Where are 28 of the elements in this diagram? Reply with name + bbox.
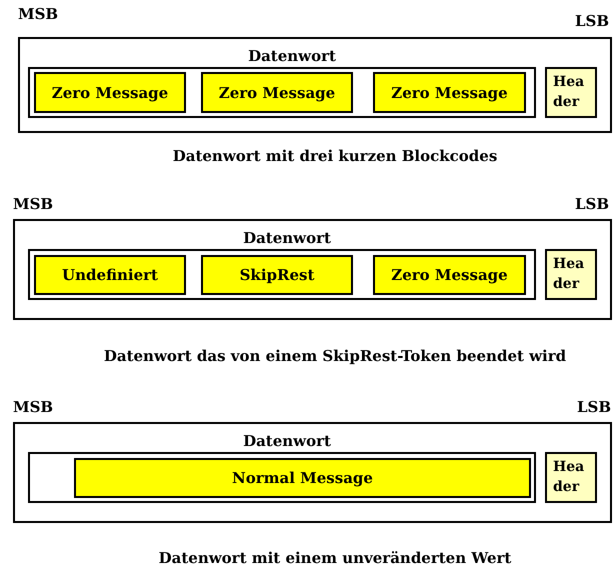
caption: Datenwort mit drei kurzen Blockcodes bbox=[172, 147, 498, 165]
caption: Datenwort das von einem SkipRest-Token beendet wird bbox=[104, 347, 566, 365]
header-block: Hea der bbox=[545, 452, 597, 503]
message-block: Zero Message bbox=[201, 72, 353, 113]
payload-frame bbox=[28, 249, 536, 300]
data-word-frame bbox=[13, 219, 612, 320]
header-block: Hea der bbox=[545, 249, 597, 300]
message-block: Undefiniert bbox=[34, 255, 186, 295]
data-word-frame bbox=[13, 422, 612, 523]
payload-frame bbox=[28, 67, 536, 118]
bit-order-label: LSB bbox=[575, 12, 610, 30]
bit-order-label: LSB bbox=[575, 195, 610, 213]
frame-title: Datenwort bbox=[243, 432, 331, 450]
frame-title: Datenwort bbox=[243, 229, 331, 247]
message-block: Zero Message bbox=[373, 255, 526, 295]
payload-frame bbox=[28, 452, 536, 503]
header-block: Hea der bbox=[545, 67, 597, 118]
bit-order-label: LSB bbox=[577, 398, 612, 416]
message-block: Zero Message bbox=[34, 72, 186, 113]
message-block: SkipRest bbox=[201, 255, 353, 295]
message-block: Normal Message bbox=[74, 458, 531, 498]
message-block: Zero Message bbox=[373, 72, 526, 113]
bit-order-label: MSB bbox=[13, 398, 54, 416]
caption: Datenwort mit einem unveränderten Wert bbox=[158, 549, 512, 567]
frame-title: Datenwort bbox=[248, 47, 336, 65]
bit-order-label: MSB bbox=[18, 5, 58, 23]
bit-order-label: MSB bbox=[13, 195, 54, 213]
data-word-frame bbox=[18, 37, 612, 133]
